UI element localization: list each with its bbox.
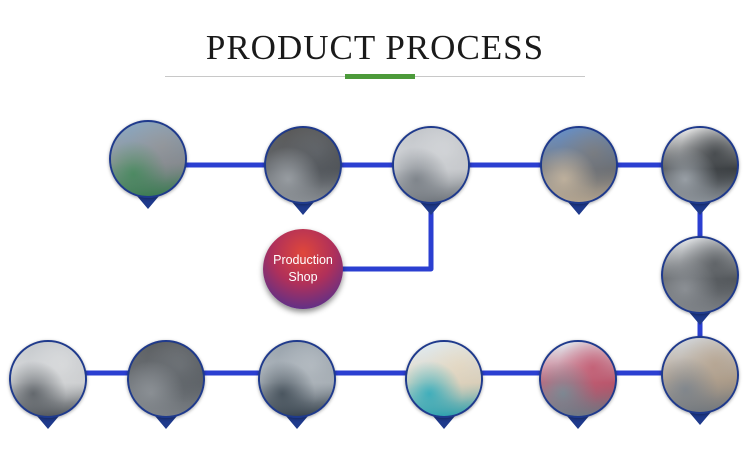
step-workshop[interactable] (392, 126, 470, 215)
inspection-gloves-photo-icon (405, 340, 483, 418)
step-steel-rings[interactable] (264, 126, 342, 215)
polishing-photo-icon (661, 336, 739, 414)
workshop-photo-icon (392, 126, 470, 204)
page-title: PRODUCT PROCESS (205, 28, 545, 67)
grinding-machine-photo-icon (661, 236, 739, 314)
steel-rings-photo-icon (264, 126, 342, 204)
step-worker-machine[interactable] (540, 126, 618, 215)
production-shop-badge[interactable]: Production Shop (263, 229, 343, 309)
step-inspection[interactable] (405, 340, 483, 429)
warehouse-photo-icon (258, 340, 336, 418)
cnc-lathe-photo-icon (9, 340, 87, 418)
factory-floor-photo-icon (109, 120, 187, 198)
badge-line-2: Shop (288, 270, 318, 284)
step-packaging[interactable] (127, 340, 205, 429)
worker-machine-photo-icon (540, 126, 618, 204)
lab-testing-photo-icon (539, 340, 617, 418)
title-accent-bar (345, 74, 415, 79)
cnc-machine-photo-icon (661, 126, 739, 204)
badge-line-1: Production (273, 253, 333, 267)
step-cnc-lathe[interactable] (9, 340, 87, 429)
step-lab-testing[interactable] (539, 340, 617, 429)
step-cnc-machine[interactable] (661, 126, 739, 215)
step-grinding-machine[interactable] (661, 236, 739, 325)
packaging-photo-icon (127, 340, 205, 418)
step-polishing[interactable] (661, 336, 739, 425)
step-factory-floor[interactable] (109, 120, 187, 209)
step-warehouse[interactable] (258, 340, 336, 429)
